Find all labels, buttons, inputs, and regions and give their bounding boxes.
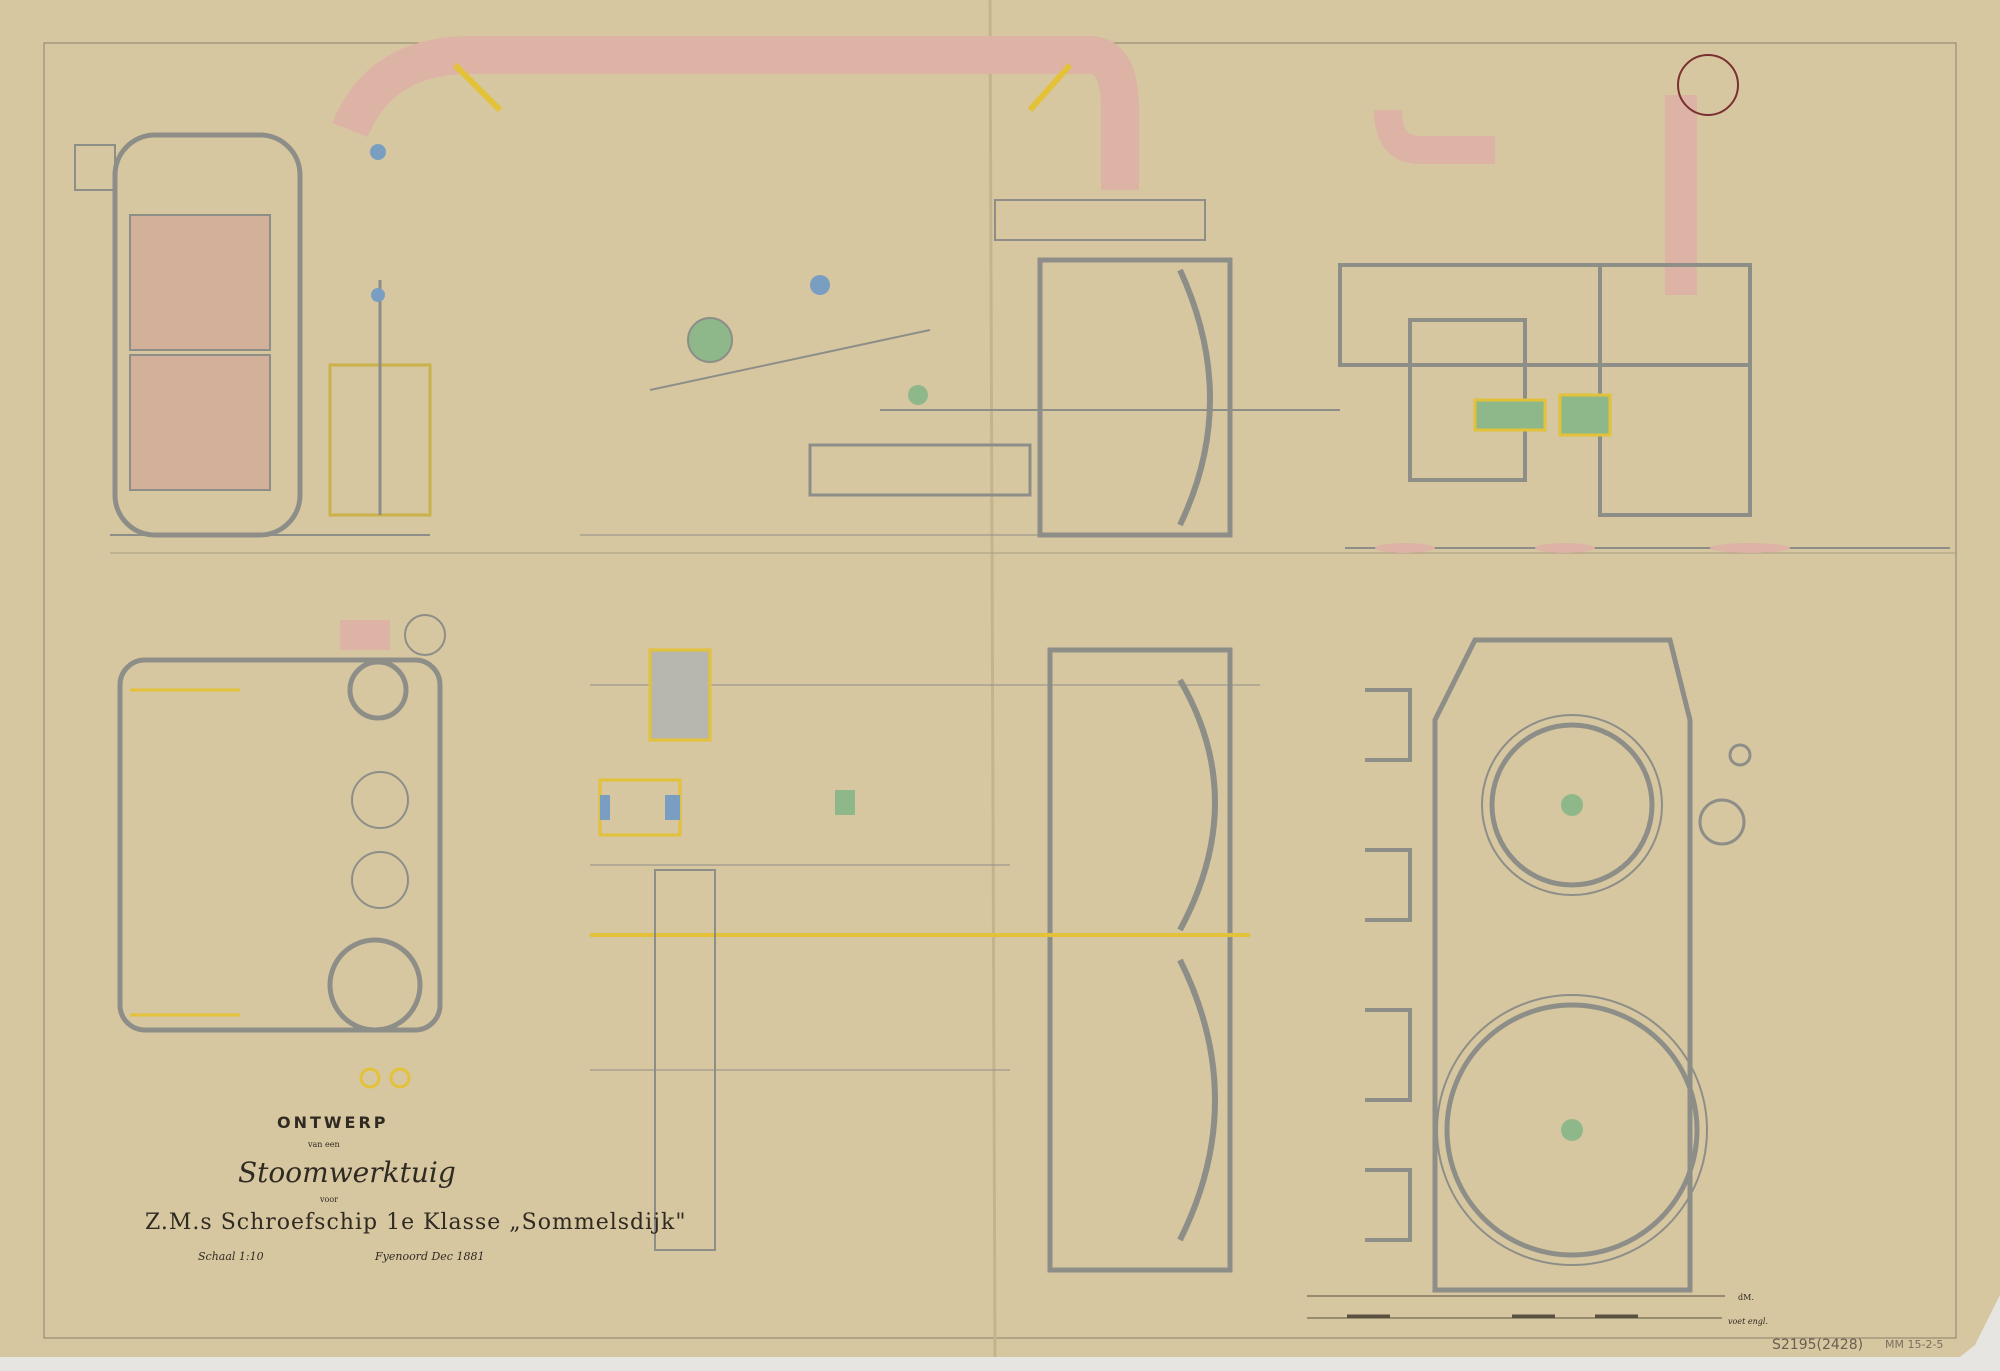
title-subject: Stoomwerktuig xyxy=(238,1156,456,1189)
top-left-condenser-view xyxy=(74,132,432,538)
bottom-middle-engine-plan xyxy=(590,647,1260,1273)
scale-unit-top: dM. xyxy=(1738,1293,1754,1302)
bottom-right-engine-section xyxy=(1365,637,1752,1293)
archive-inventory-number: S2195(2428) xyxy=(1772,1337,1864,1353)
title-line-van-een: van een xyxy=(308,1140,340,1149)
fold-line-vertical xyxy=(988,0,997,1358)
title-heading: ONTWERP xyxy=(277,1113,389,1132)
scale-note: Schaal 1:10 xyxy=(198,1250,264,1263)
title-vessel: Z.M.s Schroefschip 1e Klasse „Sommelsdij… xyxy=(145,1210,687,1235)
scale-unit-bottom: voet engl. xyxy=(1728,1317,1768,1326)
archive-pencil-note: MM 15-2-5 xyxy=(1885,1338,1944,1351)
place-date: Fyenoord Dec 1881 xyxy=(375,1250,485,1263)
top-right-engine-end-view xyxy=(1338,54,1950,553)
scale-bar xyxy=(1307,1295,1725,1319)
title-line-voor: voor xyxy=(320,1195,338,1204)
top-middle-engine-side-view xyxy=(580,199,1340,538)
steam-pipe xyxy=(332,36,1139,190)
bottom-left-condenser-plan xyxy=(117,614,446,1089)
